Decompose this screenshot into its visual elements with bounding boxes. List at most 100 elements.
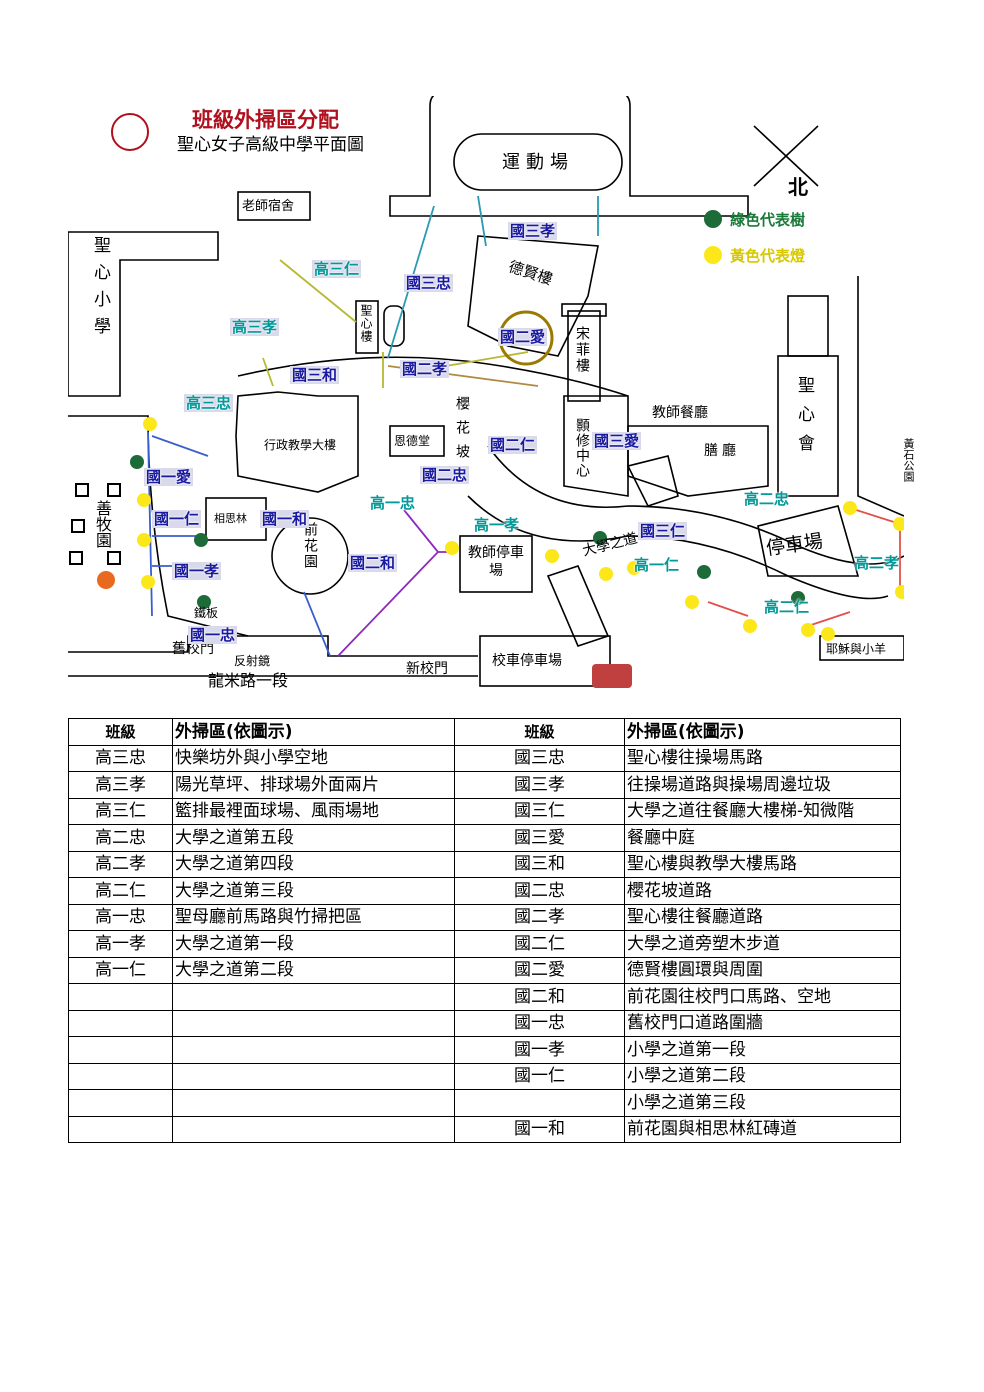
table-row: 國一仁小學之道第二段 bbox=[68, 1062, 901, 1090]
table-row: 高三忠快樂坊外與小學空地國三忠聖心樓往操場馬路 bbox=[68, 744, 901, 772]
girl-icon bbox=[97, 571, 115, 589]
class-label-j1xiao: 國一孝 bbox=[172, 562, 222, 580]
tree-icon bbox=[194, 533, 208, 547]
compass-line-2 bbox=[753, 125, 819, 187]
class-label-j3xiao: 國三孝 bbox=[508, 222, 558, 240]
stadium-outline bbox=[389, 96, 749, 217]
songfei-label: 宋菲樓 bbox=[574, 326, 590, 374]
bus-parking-label: 校車停車場 bbox=[492, 653, 562, 669]
lamp-icon bbox=[143, 417, 157, 431]
table-cell-area: 大學之道往餐廳大樓梯-知微階 bbox=[624, 797, 901, 825]
table-cell-area bbox=[172, 1115, 455, 1143]
table-row: 高三仁籃排最裡面球場、風雨場地國三仁大學之道往餐廳大樓梯-知微階 bbox=[68, 797, 901, 825]
school-logo-icon bbox=[111, 113, 149, 151]
jesus-box bbox=[819, 635, 904, 661]
table-row: 高二孝大學之道第四段國三和聖心樓與教學大樓馬路 bbox=[68, 850, 901, 878]
shengxin-pool bbox=[383, 305, 405, 347]
class-label-j3ren: 國三仁 bbox=[638, 522, 688, 540]
legend-tree-text: 綠色代表樹 bbox=[730, 210, 806, 229]
table-cell-area: 大學之道旁塑木步道 bbox=[624, 930, 901, 958]
compass-north-label: 北 bbox=[788, 175, 808, 199]
bus-parking bbox=[479, 635, 611, 687]
class-label-j1ai: 國一愛 bbox=[144, 468, 194, 486]
assignment-table: 班級 外掃區(依圖示) 班級 外掃區(依圖示) 高三忠快樂坊外與小學空地國三忠聖… bbox=[68, 718, 901, 1143]
mirror-label: 反射鏡 bbox=[234, 654, 271, 668]
table-cell-area: 大學之道第四段 bbox=[172, 850, 455, 878]
table-cell-class bbox=[68, 1036, 173, 1064]
table-cell-area: 大學之道第二段 bbox=[172, 956, 455, 984]
zone-line-blue bbox=[147, 431, 331, 657]
old-gate-label: 舊校門 bbox=[172, 641, 214, 657]
table-cell-area: 餐廳中庭 bbox=[624, 824, 901, 852]
teacher-dining-label: 教師餐廳 bbox=[652, 405, 708, 421]
shengxin-label: 聖心樓 bbox=[359, 304, 373, 343]
bus-icon bbox=[592, 664, 632, 688]
table-cell-class bbox=[68, 1115, 173, 1143]
hall-building bbox=[787, 295, 829, 357]
col-header-area-1: 外掃區(依圖示) bbox=[172, 718, 455, 746]
class-label-g1zhong: 高一忠 bbox=[370, 494, 416, 512]
table-cell-class: 高一仁 bbox=[68, 956, 173, 984]
teacher-parking-label: 教師停車場 bbox=[468, 545, 524, 579]
class-label-g1xiao: 高一孝 bbox=[474, 516, 520, 534]
class-label-g2xiao: 高二孝 bbox=[854, 554, 900, 572]
road-label: 龍米路一段 bbox=[208, 671, 289, 690]
class-label-g3zhong: 高三忠 bbox=[184, 394, 234, 412]
table-cell-area bbox=[172, 1009, 455, 1037]
class-label-j2ai: 國二愛 bbox=[498, 328, 548, 346]
table-row: 高二仁大學之道第三段國二忠櫻花坡道路 bbox=[68, 877, 901, 905]
col-header-class-2: 班級 bbox=[454, 718, 625, 746]
table-header-row: 班級 外掃區(依圖示) 班級 外掃區(依圖示) bbox=[68, 718, 901, 746]
class-label-j1he: 國一和 bbox=[260, 510, 310, 528]
tree-icon bbox=[593, 531, 607, 545]
table-cell-area: 德賢樓圓環與周圍 bbox=[624, 956, 901, 984]
shanmu-square bbox=[75, 483, 89, 497]
class-label-g1ren: 高一仁 bbox=[634, 556, 680, 574]
table-cell-area: 籃排最裡面球場、風雨場地 bbox=[172, 797, 455, 825]
yingsu-building bbox=[563, 395, 629, 497]
admin-label: 行政教學大樓 bbox=[264, 438, 337, 452]
table-cell-class: 國三仁 bbox=[454, 797, 625, 825]
table-cell-class bbox=[454, 1089, 625, 1117]
legend-lamp-text: 黃色代表燈 bbox=[730, 246, 806, 265]
yingsu-label: 顥修中心 bbox=[574, 418, 590, 478]
table-cell-class: 高一孝 bbox=[68, 930, 173, 958]
lamp-icon bbox=[137, 533, 151, 547]
lamp-icon bbox=[445, 541, 459, 555]
table-row: 國一和前花園與相思林紅磚道 bbox=[68, 1115, 901, 1143]
stadium-label: 運動場 bbox=[502, 152, 574, 173]
class-label-j2xiao: 國二孝 bbox=[400, 360, 450, 378]
table-cell-class: 國二孝 bbox=[454, 903, 625, 931]
primary-school-label: 聖心小學 bbox=[90, 236, 110, 344]
table-cell-area: 聖心樓往操場馬路 bbox=[624, 744, 901, 772]
table-cell-area: 聖母廳前馬路與竹掃把區 bbox=[172, 903, 455, 931]
ende-building bbox=[389, 425, 445, 457]
class-label-g3ren: 高三仁 bbox=[312, 260, 362, 278]
table-cell-class: 國二和 bbox=[454, 983, 625, 1011]
zone-line-purple bbox=[337, 509, 452, 657]
primary-school-building bbox=[68, 231, 219, 397]
right-boundary bbox=[857, 276, 904, 517]
front-garden-label: 前花園 bbox=[302, 522, 318, 570]
dorm-building bbox=[237, 191, 311, 221]
table-cell-class: 國二仁 bbox=[454, 930, 625, 958]
univ-road-outer bbox=[467, 495, 889, 600]
tree-icon bbox=[697, 565, 711, 579]
table-cell-area: 小學之道第三段 bbox=[624, 1089, 901, 1117]
class-label-j1zhong: 國一忠 bbox=[188, 626, 238, 644]
legend: 綠色代表樹 黃色代表燈 bbox=[704, 206, 805, 268]
table-cell-class: 國三愛 bbox=[454, 824, 625, 852]
ende-label: 恩德堂 bbox=[394, 434, 431, 448]
table-cell-class: 國二愛 bbox=[454, 956, 625, 984]
map-subtitle: 聖心女子高級中學平面圖 bbox=[177, 135, 364, 155]
table-cell-class: 國一和 bbox=[454, 1115, 625, 1143]
class-label-g3xiao: 高三孝 bbox=[230, 318, 280, 336]
shanmu-square bbox=[107, 551, 121, 565]
table-cell-class bbox=[68, 1062, 173, 1090]
lamp-legend-icon bbox=[704, 246, 722, 264]
table-cell-area: 往操場道路與操場周邊垃圾 bbox=[624, 771, 901, 799]
table-cell-class: 高二仁 bbox=[68, 877, 173, 905]
table-cell-class: 國二忠 bbox=[454, 877, 625, 905]
lion-building bbox=[626, 455, 679, 507]
table-row: 小學之道第三段 bbox=[68, 1089, 901, 1117]
